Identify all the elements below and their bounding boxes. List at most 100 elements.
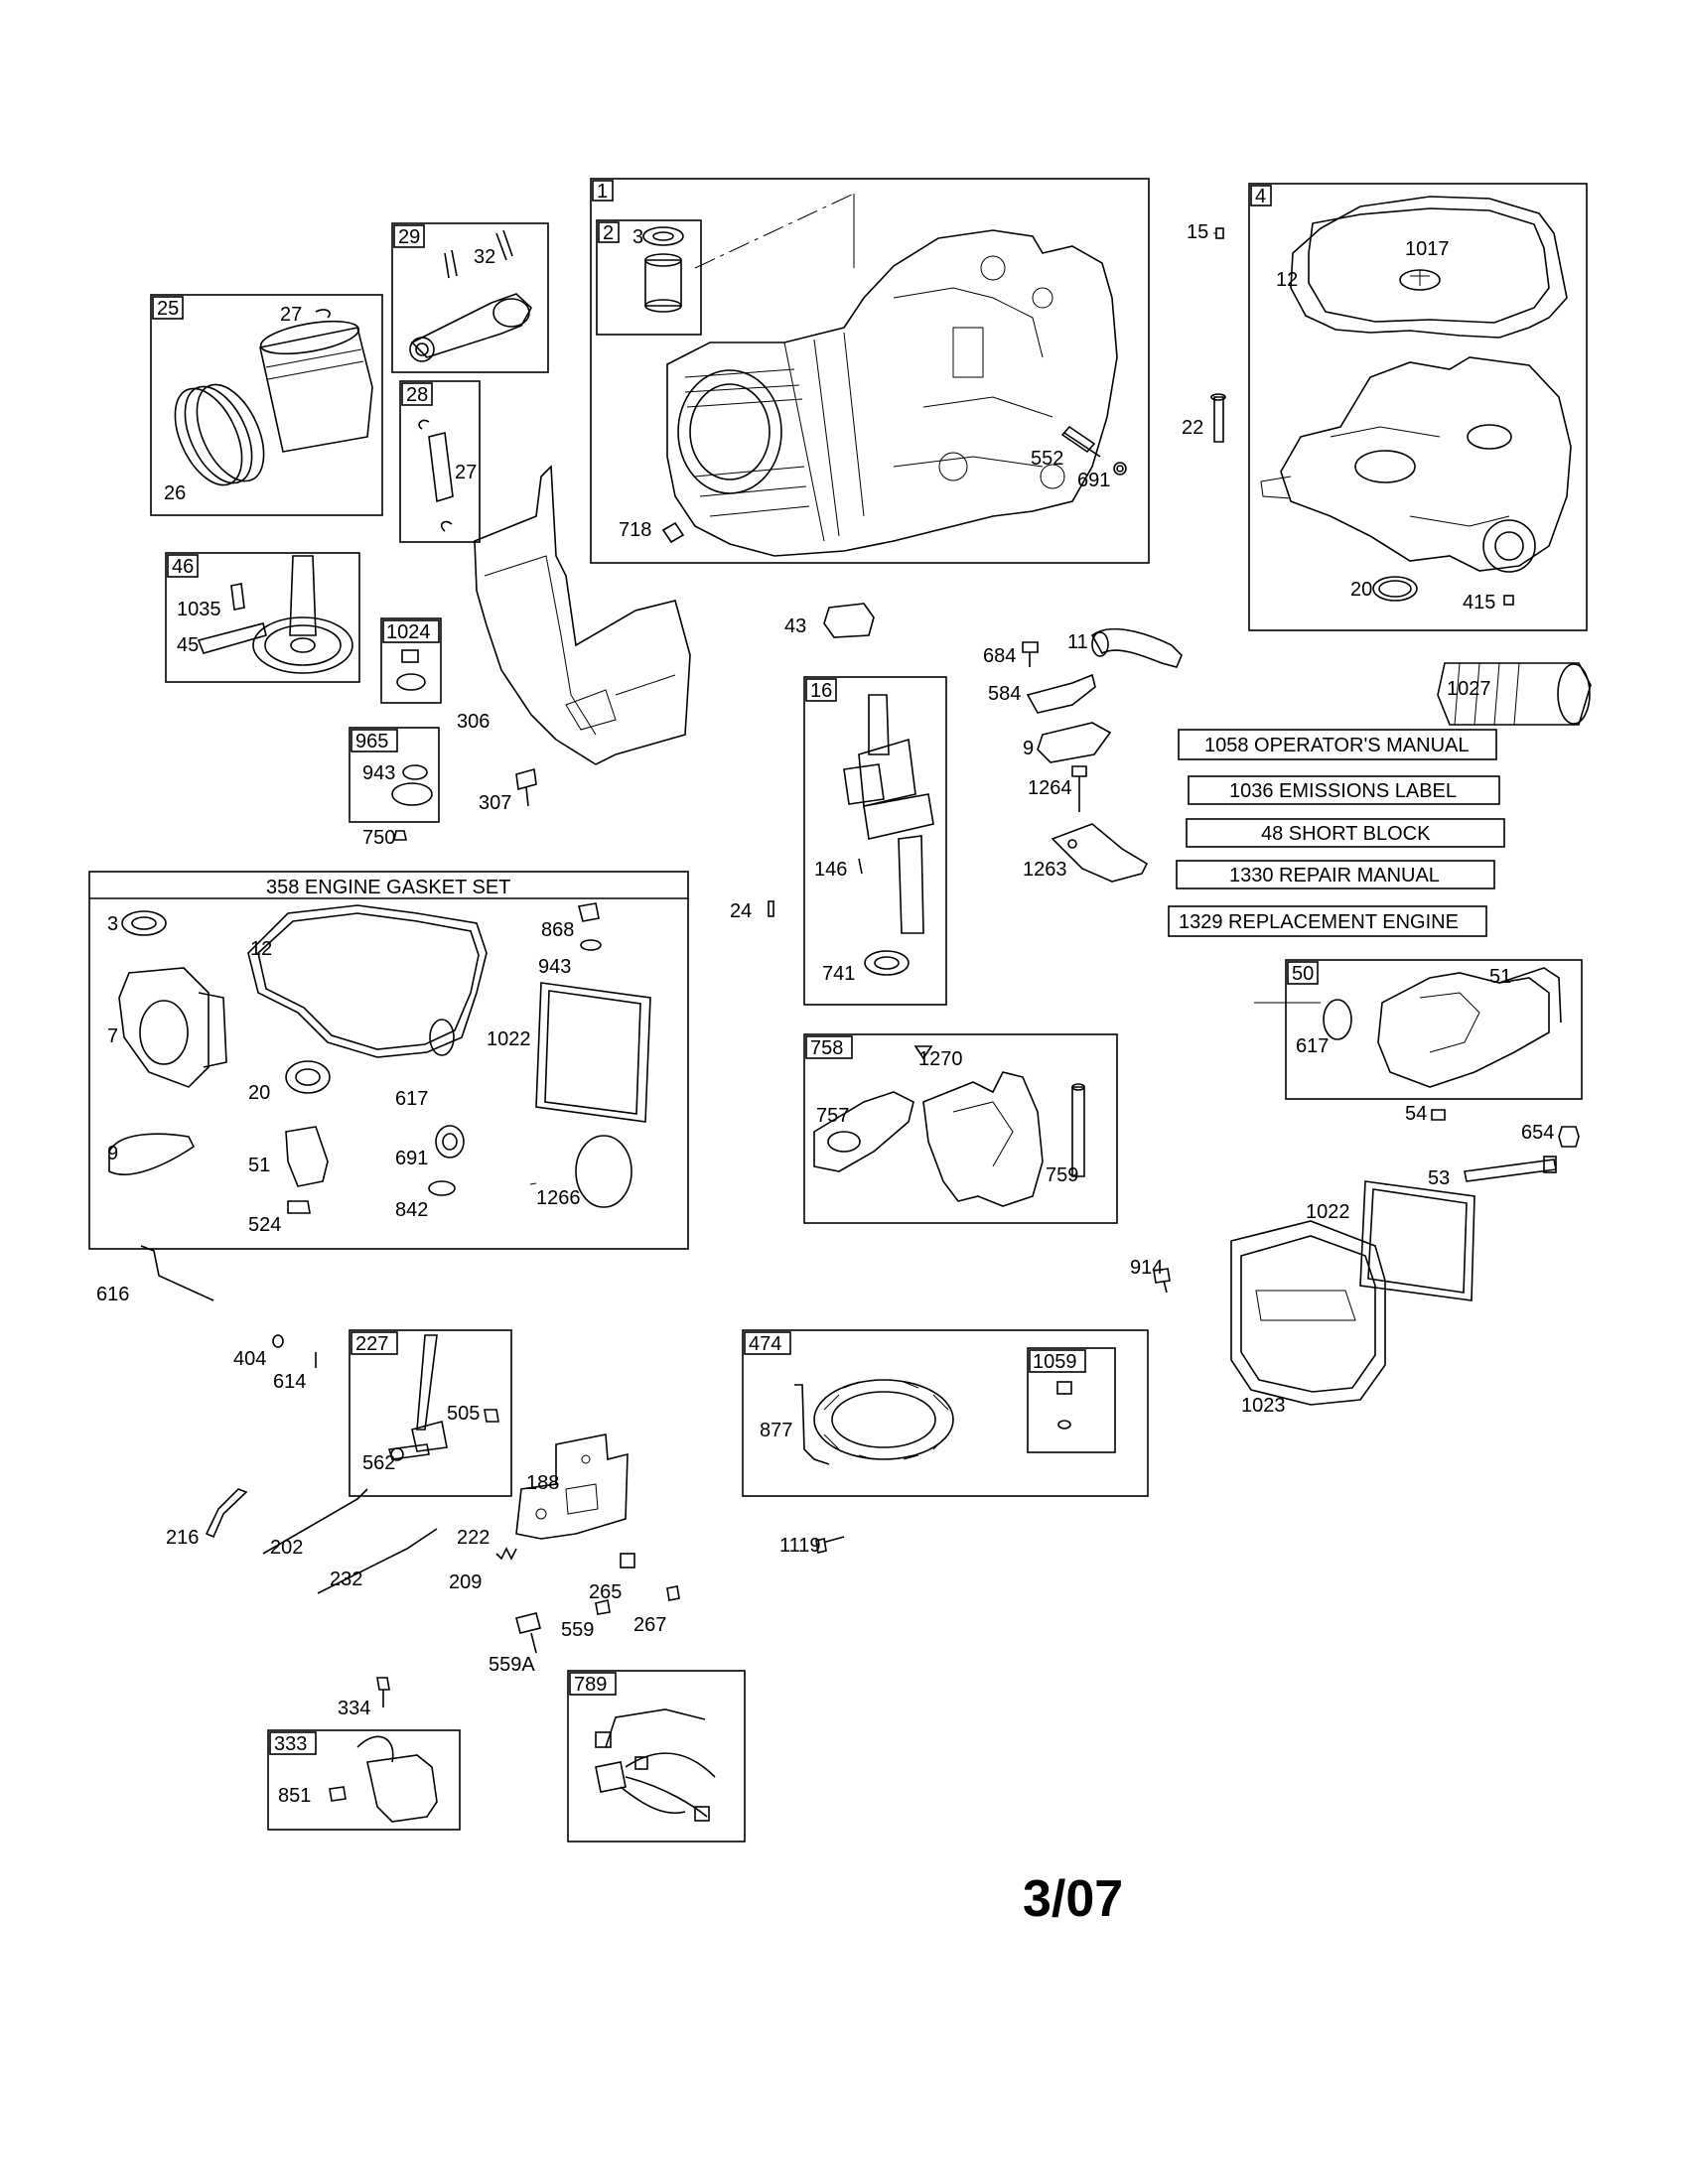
box-4-sump: 4 (1248, 183, 1588, 631)
piston-pin-drawing (418, 419, 454, 532)
control-bracket-drawing (515, 1433, 629, 1540)
callout: 877 (760, 1420, 792, 1441)
box-965-number: 965 (355, 731, 388, 752)
connecting-rod-drawing (409, 229, 533, 362)
callout: 53 (1428, 1167, 1450, 1189)
box-16-crankshaft: 16 (803, 676, 947, 1006)
valve-spring-drawing (396, 649, 426, 691)
box-25-piston: 25 (150, 294, 383, 516)
bolt-22 (1210, 393, 1226, 443)
callout: 584 (988, 683, 1021, 705)
valve-cover-drawing (1230, 1180, 1475, 1406)
callout-numbers: 3 552 691 718 15 1017 12 22 20 415 27 26… (96, 221, 1554, 1807)
dowel-pin-552 (1060, 425, 1127, 476)
callout: 32 (474, 246, 495, 268)
callout: 27 (280, 304, 302, 326)
kit-label-list: 1058 OPERATOR'S MANUAL 1036 EMISSIONS LA… (1168, 729, 1505, 937)
callout: 216 (166, 1527, 199, 1549)
label-short-block: 48 SHORT BLOCK (1261, 823, 1431, 845)
box-46-number: 46 (172, 556, 194, 578)
callout: 1023 (1241, 1395, 1286, 1417)
box-474-alternator: 474 1059 (742, 1329, 1149, 1497)
callout: 691 (1077, 470, 1110, 491)
callout: 51 (248, 1155, 270, 1176)
callout: 1270 (918, 1048, 963, 1070)
callout: 12 (250, 938, 272, 960)
callout: 3 (107, 913, 118, 935)
box-28-number: 28 (406, 384, 428, 406)
callout: 7 (107, 1025, 118, 1047)
callout: 232 (330, 1569, 362, 1590)
callout: 741 (822, 963, 855, 985)
label-replacement-engine: 1329 REPLACEMENT ENGINE (1179, 911, 1459, 933)
callout: 54 (1405, 1103, 1427, 1125)
breather-43 (823, 603, 875, 638)
bolt-914 (1153, 1268, 1171, 1294)
callout: 562 (362, 1452, 395, 1474)
box-50-number: 50 (1292, 963, 1314, 985)
box-1024-number: 1024 (386, 621, 431, 643)
crankshaft-drawing (843, 694, 934, 976)
callout: 505 (447, 1403, 480, 1425)
callout: 20 (1350, 579, 1372, 601)
callout: 15 (1187, 221, 1208, 243)
camshaft-drawing (197, 555, 353, 674)
callout: 51 (1489, 966, 1511, 988)
sump-drawing (1260, 196, 1572, 573)
callout: 750 (362, 827, 395, 849)
callout: 26 (164, 482, 186, 504)
box-16-number: 16 (810, 680, 832, 702)
callout: 851 (278, 1785, 311, 1807)
callout: 559 (561, 1619, 594, 1641)
callout: 267 (633, 1614, 666, 1636)
intake-manifold-drawing (1323, 967, 1562, 1088)
box-25-number: 25 (157, 298, 179, 320)
callout: 43 (784, 615, 806, 637)
callout: 3 (632, 226, 643, 248)
bolt-54 (1431, 1109, 1446, 1121)
callout: 943 (362, 762, 395, 784)
gasket-9a (1037, 722, 1112, 763)
stator-drawing (794, 1379, 1072, 1465)
box-1-number: 1 (597, 181, 608, 203)
callout: 614 (273, 1371, 306, 1393)
callout: 914 (1130, 1257, 1163, 1279)
callout: 307 (479, 792, 511, 814)
callout: 1266 (536, 1187, 581, 1209)
callout: 20 (248, 1082, 270, 1104)
callout: 202 (270, 1537, 303, 1559)
callout: 524 (248, 1214, 281, 1236)
box-227-governor: 227 (349, 1329, 512, 1497)
box-965-seal-kit: 965 (349, 727, 440, 823)
box-28-piston-pin: 28 (399, 380, 481, 543)
callout: 1017 (1405, 238, 1450, 260)
callout: 334 (338, 1698, 370, 1719)
callout: 404 (233, 1348, 266, 1370)
gasket-set-title: 358 ENGINE GASKET SET (266, 877, 510, 898)
gasket-set-drawings (108, 902, 651, 1214)
plug-750 (393, 830, 407, 841)
piston-drawing (174, 309, 373, 486)
callout: 718 (619, 519, 651, 541)
box-758-number: 758 (810, 1037, 843, 1059)
seal-bushing-drawing (642, 226, 684, 313)
date-code: 3/07 (1023, 1870, 1123, 1928)
callout: 1119 (779, 1535, 821, 1557)
callout: 1022 (487, 1028, 531, 1050)
callout: 11 (1067, 631, 1088, 653)
stud-53 (1464, 1156, 1557, 1182)
label-emissions: 1036 EMISSIONS LABEL (1229, 780, 1457, 802)
callout: 616 (96, 1284, 129, 1305)
callout: 552 (1031, 448, 1063, 470)
callout: 12 (1276, 269, 1298, 291)
callout: 868 (541, 919, 574, 941)
callout: 9 (107, 1143, 118, 1164)
leader-lines (529, 232, 1321, 1185)
label-repair-manual: 1330 REPAIR MANUAL (1229, 865, 1440, 887)
callout: 943 (538, 956, 571, 978)
callout: 759 (1046, 1164, 1078, 1186)
nut-654 (1558, 1126, 1580, 1148)
callout: 265 (589, 1581, 622, 1603)
callout: 654 (1521, 1122, 1554, 1144)
dowel-pin-718 (661, 521, 685, 544)
